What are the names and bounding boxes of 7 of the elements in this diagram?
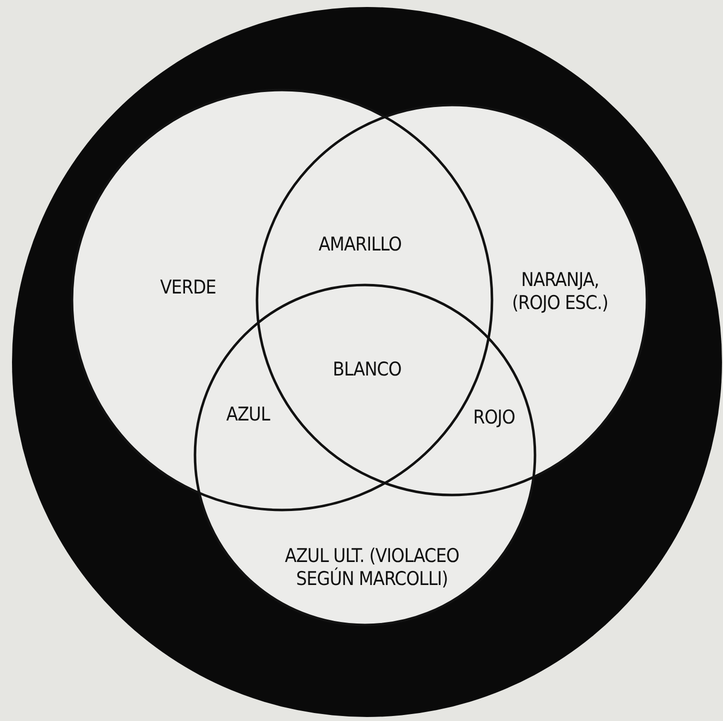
- region-label: ROJO: [473, 406, 515, 430]
- region-label: NARANJA, (ROJO ESC.): [510, 269, 610, 315]
- region-label: VERDE: [160, 276, 216, 300]
- region-label: AZUL: [226, 404, 270, 426]
- region-label: AMARILLO: [318, 234, 402, 256]
- region-label: BLANCO: [332, 358, 402, 382]
- region-label: AZUL ULT. (VIOLACEO SEGÚN MARCOLLI): [284, 545, 460, 591]
